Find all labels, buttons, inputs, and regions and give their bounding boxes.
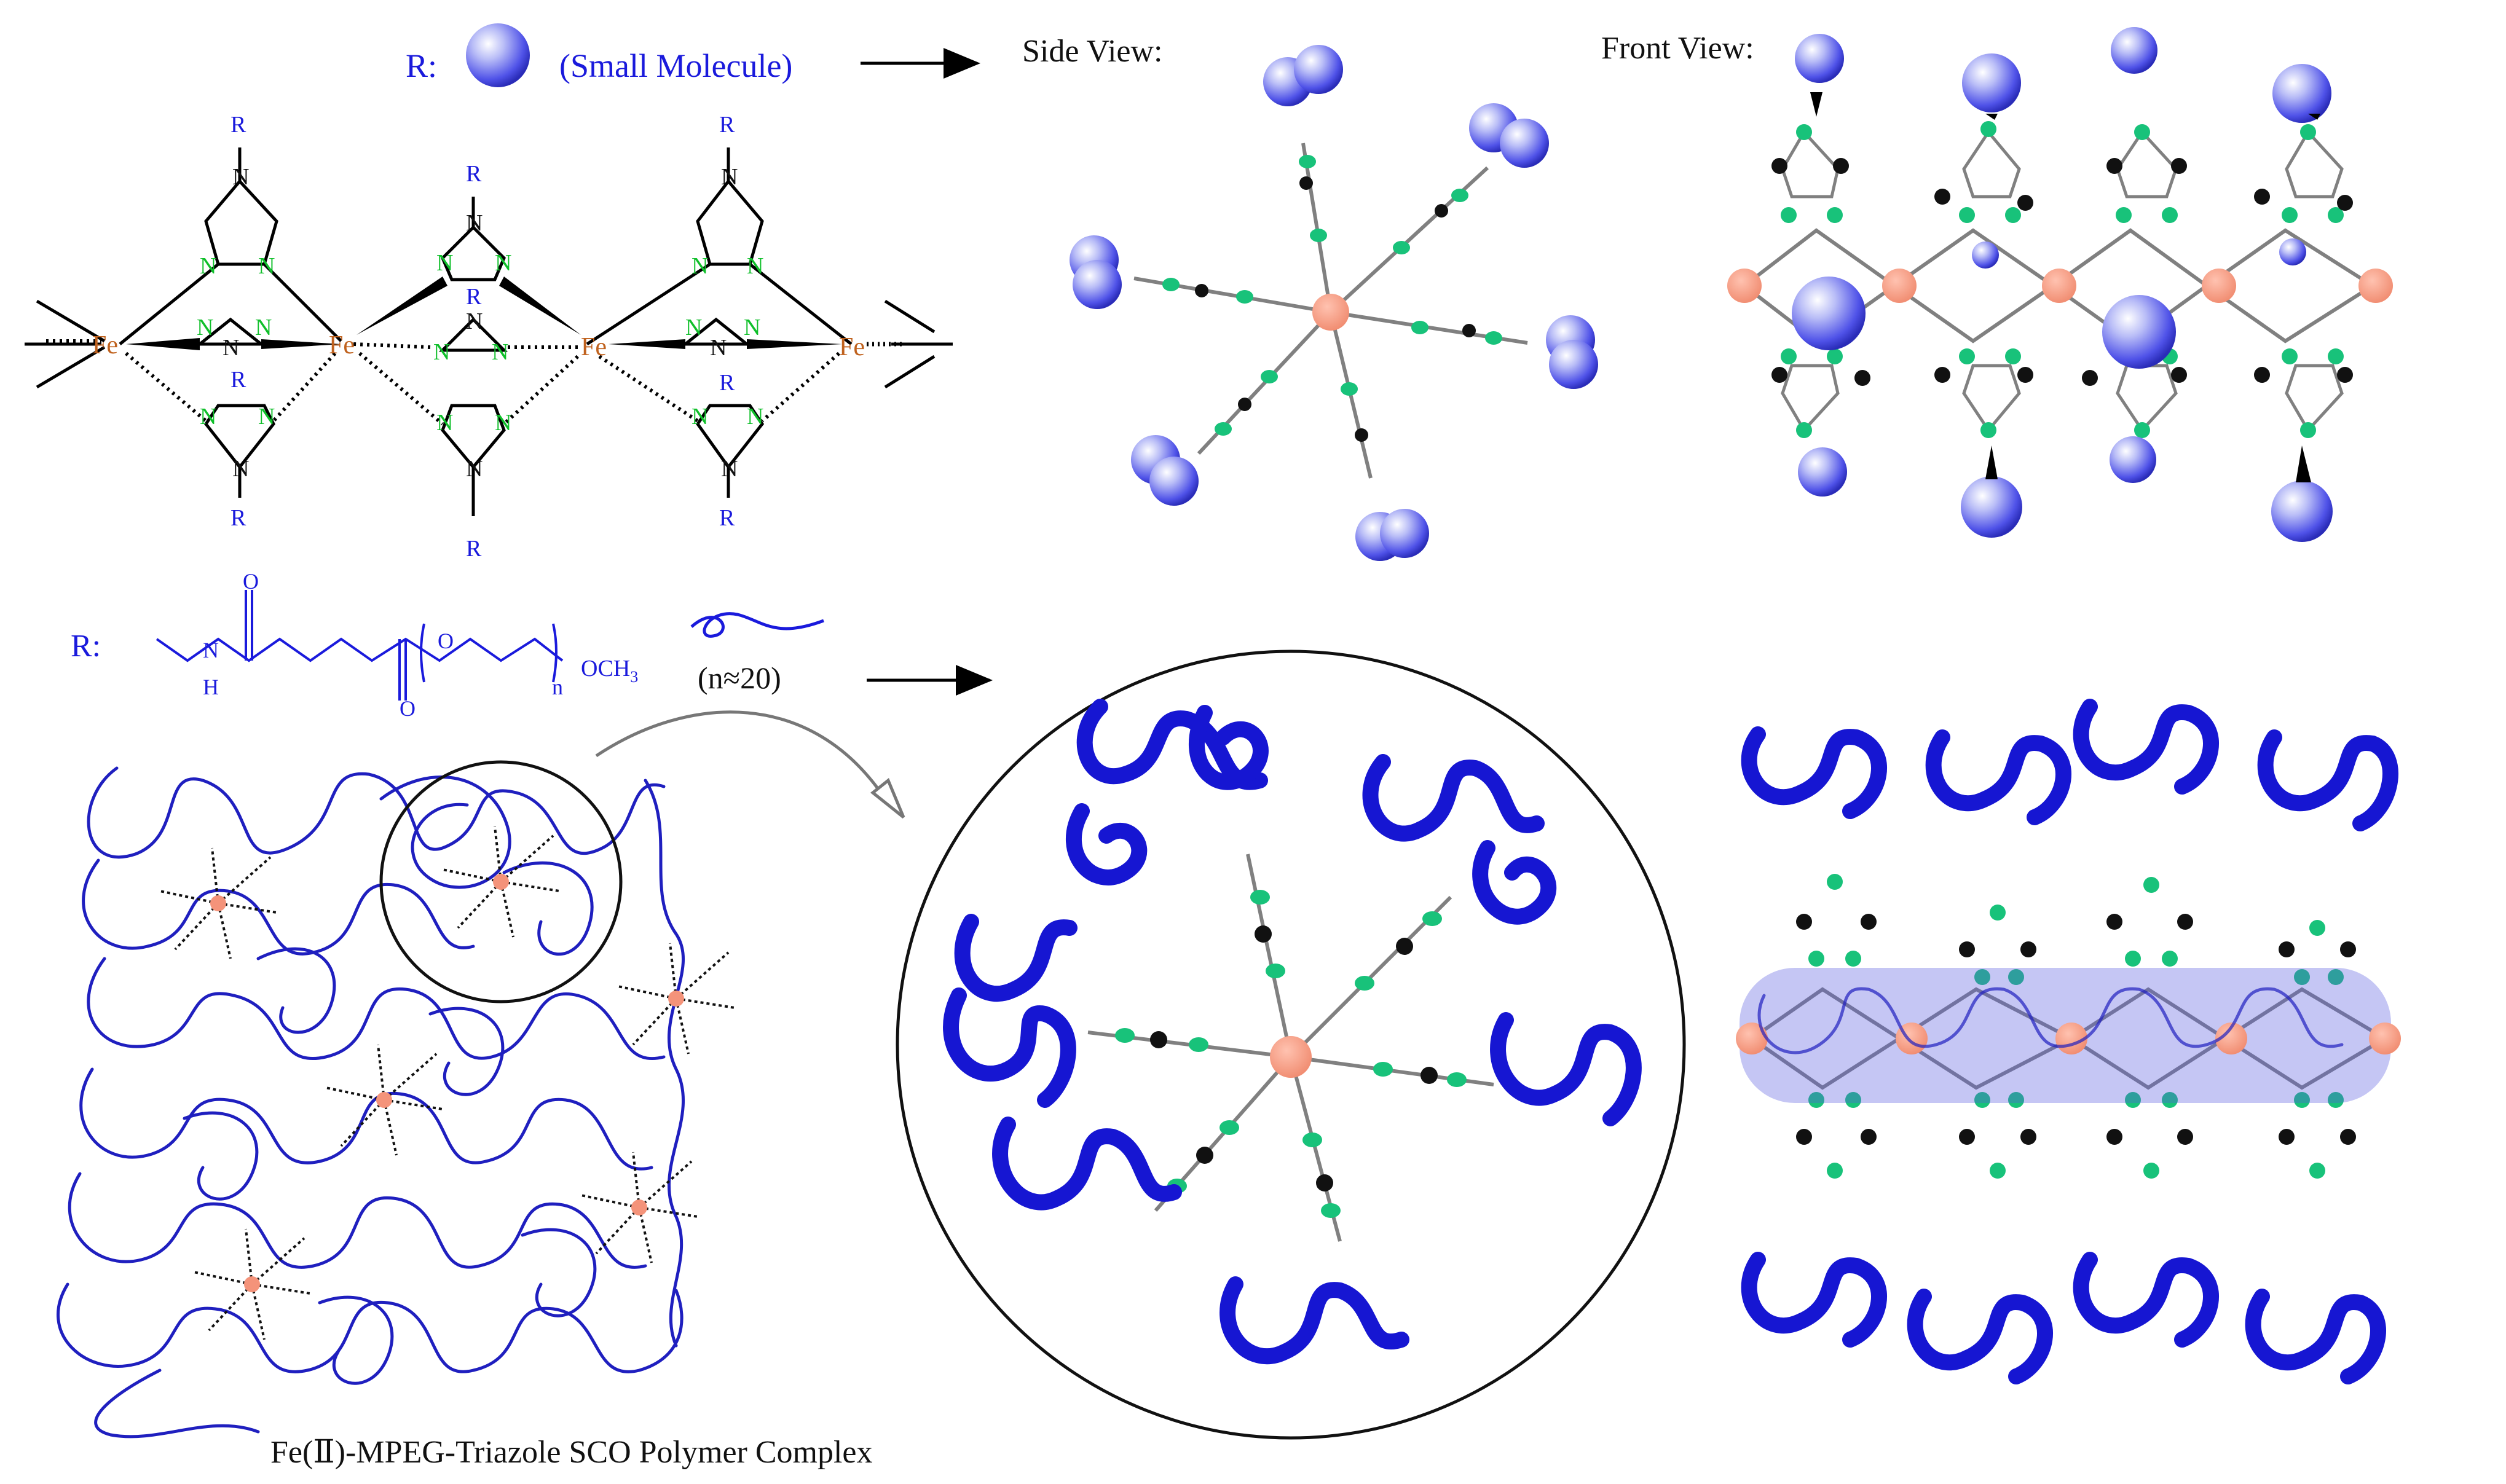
fe-atom-label: Fe bbox=[839, 333, 865, 361]
n-atom-label: N bbox=[495, 410, 511, 436]
h-atom-label: H bbox=[203, 675, 219, 699]
n-atom-label: N bbox=[433, 339, 450, 365]
polymer-chain-icon bbox=[690, 612, 824, 638]
n-repeat-label: n bbox=[552, 675, 563, 699]
fe-triazole-chain-structure: Fe Fe Fe Fe N N N N N N N N N N N N N N … bbox=[25, 112, 953, 562]
fe-atom-label: Fe bbox=[329, 331, 355, 359]
r-substituent-label: R bbox=[466, 536, 482, 562]
r-substituent-label: R bbox=[719, 505, 735, 531]
side-view-small-molecule bbox=[1070, 45, 1598, 561]
r-substituent-label: R bbox=[231, 112, 246, 138]
n-atom-label: N bbox=[495, 250, 511, 276]
n-atom-label: N bbox=[747, 404, 763, 430]
r-substituent-label: R bbox=[719, 112, 735, 138]
methoxy-label: OCH3 bbox=[581, 656, 638, 686]
n-atom-label: N bbox=[721, 456, 738, 482]
n-value-label: (n≈20) bbox=[698, 661, 781, 695]
n-atom-label: N bbox=[436, 410, 453, 436]
n-atom-label: N bbox=[466, 210, 483, 236]
o-atom-label: O bbox=[243, 569, 259, 594]
r-small-label: R: bbox=[406, 47, 437, 84]
o-atom-label: O bbox=[400, 696, 416, 721]
r-substituent-label: R bbox=[231, 505, 246, 531]
zoom-arrow bbox=[595, 710, 887, 800]
n-atom-label: N bbox=[685, 315, 702, 340]
n-atom-label: N bbox=[692, 253, 708, 279]
mpeg-substituent-structure: O O O N H n OCH3 bbox=[156, 569, 638, 721]
side-view-polymer bbox=[896, 650, 1686, 1440]
r-substituent-label: R bbox=[719, 370, 735, 396]
n-atom-label: N bbox=[721, 164, 738, 190]
figure-caption: Fe(Ⅱ)-MPEG-Triazole SCO Polymer Complex bbox=[270, 1435, 873, 1470]
r-substituent-label: R bbox=[466, 284, 482, 310]
r-substituent-label: R bbox=[231, 367, 246, 393]
polymer-network bbox=[57, 760, 735, 1439]
n-atom-label: N bbox=[744, 315, 760, 340]
front-view-label: Front View: bbox=[1601, 31, 1754, 66]
front-view-small-molecule bbox=[1727, 27, 2393, 542]
n-atom-label: N bbox=[200, 253, 216, 279]
n-atom-label: N bbox=[747, 253, 763, 279]
small-molecule-label: (Small Molecule) bbox=[559, 47, 792, 84]
n-atom-label: N bbox=[258, 253, 275, 279]
n-atom-label: N bbox=[436, 250, 453, 276]
side-view-label: Side View: bbox=[1022, 34, 1162, 69]
n-atom-label: N bbox=[223, 335, 239, 361]
n-atom-label: N bbox=[200, 404, 216, 430]
n-atom-label: N bbox=[710, 335, 727, 361]
fe-atom-label: Fe bbox=[581, 333, 607, 361]
n-atom-label: N bbox=[692, 404, 708, 430]
n-atom-label: N bbox=[466, 456, 483, 482]
r-sphere-icon bbox=[466, 23, 530, 87]
o-atom-label: O bbox=[438, 629, 454, 653]
fe-atom-label: Fe bbox=[92, 331, 118, 359]
n-atom-label: N bbox=[258, 404, 275, 430]
r-substituent-label: R bbox=[466, 161, 482, 187]
n-atom-label: N bbox=[197, 315, 213, 340]
zoom-region-circle bbox=[379, 760, 623, 1003]
n-atom-label: N bbox=[466, 308, 483, 334]
r-polymer-label: R: bbox=[71, 629, 101, 664]
n-atom-label: N bbox=[232, 164, 249, 190]
n-atom-label: N bbox=[255, 315, 272, 340]
n-atom-label: N bbox=[232, 456, 249, 482]
n-atom-label: N bbox=[203, 638, 219, 662]
n-atom-label: N bbox=[492, 339, 508, 365]
front-view-polymer bbox=[1736, 699, 2401, 1384]
